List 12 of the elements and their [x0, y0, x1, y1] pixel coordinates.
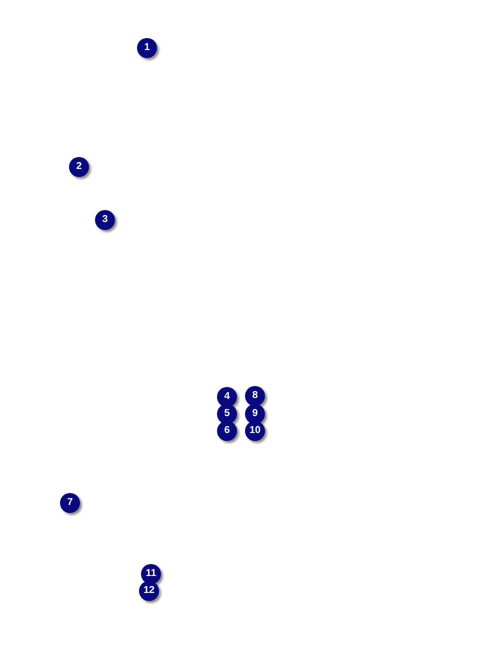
callout-number: 1 — [137, 38, 157, 58]
callout-number: 11 — [141, 564, 161, 584]
callout-number: 7 — [60, 493, 80, 513]
callout-number: 12 — [139, 581, 159, 601]
callout-number: 3 — [95, 210, 115, 230]
callout-number: 2 — [69, 157, 89, 177]
callout-number: 9 — [245, 404, 265, 424]
callout-number: 4 — [217, 387, 237, 407]
callout-number: 6 — [217, 421, 237, 441]
callout-number: 5 — [217, 404, 237, 424]
callout-number: 10 — [245, 421, 265, 441]
callout-number: 8 — [245, 386, 265, 406]
